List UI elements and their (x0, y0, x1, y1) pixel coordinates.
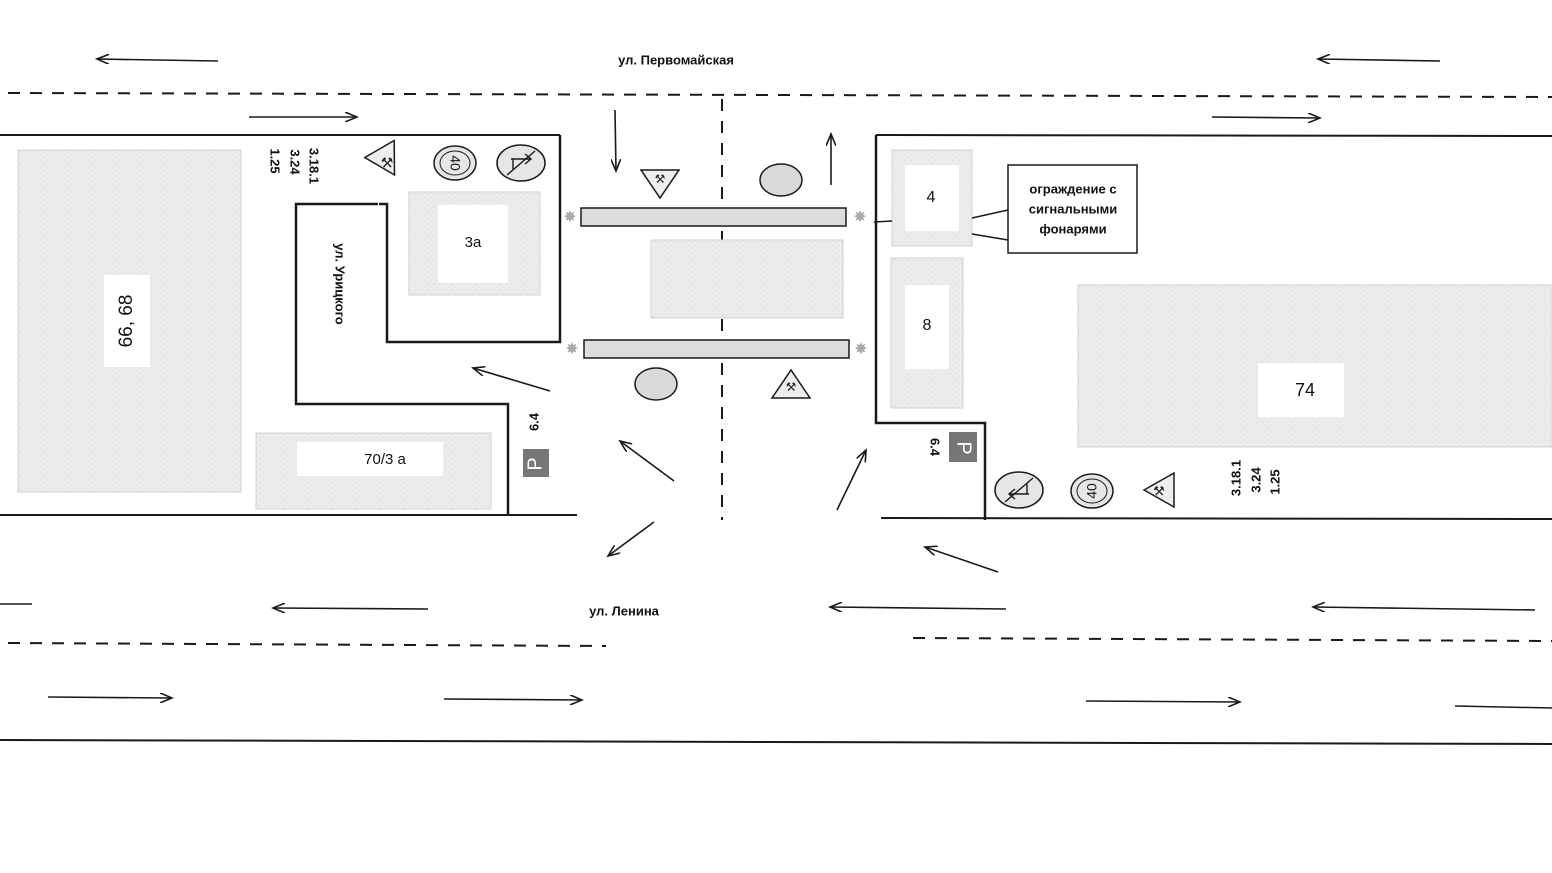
road-work-sign-icon: ⚒ (770, 368, 812, 399)
street-name-bottom: ул. Ленина (589, 603, 660, 618)
road-work-sign-icon: ⚒ (639, 169, 681, 200)
arrow-icon (273, 608, 429, 609)
parking-code-left: 6.4 (526, 412, 541, 431)
arrow-icon (1313, 607, 1536, 610)
sign-code: 1.25 (1267, 469, 1282, 494)
svg-text:⚒: ⚒ (1153, 483, 1165, 498)
building-4-label-box (905, 165, 959, 231)
parking-symbol: P (953, 441, 975, 454)
road-lines (0, 92, 1552, 745)
arrow-icon (925, 547, 999, 573)
bottom-road-outer-edge (0, 739, 1552, 745)
island-median (650, 239, 844, 319)
bottom-road-edge-right (880, 517, 1552, 520)
signal-lamp-icon: ✸ (563, 209, 576, 226)
barrier-callout: ограждение с сигнальными фонарями (873, 164, 1138, 254)
parking-code-right: 6.4 (928, 438, 943, 457)
building-4-label: 4 (927, 189, 936, 206)
barrier-bottom (583, 339, 850, 359)
building-66-68-label-box (104, 275, 150, 367)
barrier-top (580, 207, 847, 227)
sign-code: 3.18.1 (307, 148, 322, 184)
arrow-icon (608, 521, 655, 556)
arrow-icon (97, 59, 219, 61)
traffic-light-circles (634, 163, 803, 401)
top-road-edge-right (875, 134, 1552, 137)
sign-code: 1.25 (268, 148, 283, 173)
building-70-3a-label-box (297, 442, 443, 476)
svg-text:⚒: ⚒ (786, 380, 797, 394)
callout-leader (873, 220, 893, 223)
arrow-icon (47, 697, 172, 698)
parking-signs: P 6.4 P 6.4 (523, 412, 977, 477)
callout-leader (971, 209, 1009, 219)
speed-limit-signs: 40 40 (433, 145, 1114, 509)
sign-codes-right: 3.18.1 3.24 1.25 (1228, 460, 1282, 496)
right-block-corner (874, 135, 987, 520)
road-work-sign-icon: ⚒ (1142, 471, 1175, 509)
block-outlines (294, 135, 987, 520)
sign-code: 3.18.1 (1228, 460, 1243, 496)
traffic-light-icon (634, 367, 678, 401)
sign-code: 3.24 (1248, 467, 1263, 493)
callout-line-3: фонарями (1039, 221, 1106, 236)
sign-codes-left: 3.18.1 3.24 1.25 (268, 148, 322, 184)
arrow-icon (473, 368, 551, 392)
street-name-side: ул. Урицкого (333, 243, 348, 325)
barriers: ✸ ✸ ✸ ✸ (563, 207, 868, 359)
building-74-label-box (1258, 363, 1344, 417)
building-8-label: 8 (923, 317, 932, 334)
traffic-arrows (47, 59, 1536, 702)
building-3a-label-box (438, 205, 508, 283)
callout-box (1007, 164, 1138, 254)
arrow-icon (1085, 701, 1240, 702)
speed-limit-value: 40 (1084, 483, 1100, 499)
arrow-icon (830, 607, 1007, 609)
buildings: 66, 68 3а 70/3 а 4 8 74 (17, 149, 1552, 510)
arrow-icon (620, 441, 675, 482)
sign-code: 3.24 (288, 149, 303, 175)
svg-text:⚒: ⚒ (381, 155, 394, 171)
parking-symbol: P (524, 457, 546, 470)
no-turn-signs (496, 144, 1044, 509)
signal-lamp-icon: ✸ (854, 341, 867, 358)
traffic-light-icon (759, 163, 803, 197)
parking-sign-icon (523, 449, 549, 477)
no-turn-sign-icon (496, 144, 546, 182)
building-8-label-box (905, 285, 949, 369)
speed-limit-sign-icon: 40 (433, 145, 477, 181)
left-block-corner (379, 135, 562, 344)
bottom-lane-divider-left (7, 642, 607, 647)
building-74-label: 74 (1295, 380, 1315, 400)
callout-line-2: сигнальными (1029, 201, 1118, 216)
urickogo-street-outline (294, 202, 510, 515)
arrow-icon (443, 699, 582, 700)
arrow-icon (1211, 117, 1320, 118)
road-work-signs: ⚒ ⚒ ⚒ ⚒ (363, 139, 1175, 509)
bottom-lane-divider-right (912, 637, 1552, 642)
parking-sign-icon (949, 432, 977, 462)
top-lane-divider (7, 92, 1552, 98)
building-3a-label: 3а (465, 234, 482, 251)
arrow-icon (836, 450, 866, 511)
building-70-3a-label: 70/3 а (364, 451, 406, 468)
no-turn-sign-icon (994, 471, 1044, 509)
arrow-icon (1318, 59, 1441, 61)
arrow-icon (615, 109, 616, 171)
short-stub-right (1454, 705, 1552, 709)
callout-leader (971, 233, 1009, 241)
callout-line-1: ограждение с (1029, 181, 1116, 196)
building-66-68-label: 66, 68 (116, 295, 137, 348)
signal-lamp-icon: ✸ (853, 209, 866, 226)
svg-text:⚒: ⚒ (655, 172, 666, 186)
street-name-top: ул. Первомайская (618, 52, 734, 67)
speed-limit-value: 40 (447, 155, 463, 171)
road-work-sign-icon: ⚒ (363, 139, 396, 177)
speed-limit-sign-icon: 40 (1070, 473, 1114, 509)
signal-lamp-icon: ✸ (565, 341, 578, 358)
